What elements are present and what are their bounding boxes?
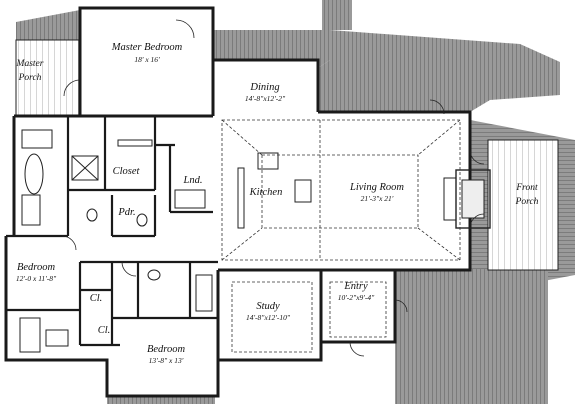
room-labels: Master Bedroom 18' x 16' Master Porch Di…: [16, 42, 539, 365]
dining-name: Dining: [249, 82, 279, 93]
roof-top-right: [318, 0, 560, 118]
walls: [4, 6, 472, 398]
powder-name: Pdr.: [117, 207, 135, 218]
study-name: Study: [256, 301, 280, 312]
bedroom-2-dims: 13'-8" x 13': [149, 356, 184, 365]
master-bedroom-name: Master Bedroom: [111, 42, 183, 53]
living-room-dims: 21'-3"x 21': [361, 194, 394, 203]
front-porch-label-2: Porch: [515, 197, 539, 207]
master-porch-label-1: Master: [16, 59, 44, 69]
entry-dims: 10'-2"x9'-4": [338, 293, 375, 302]
front-porch-label-1: Front: [515, 183, 538, 193]
interior-walls: [6, 116, 218, 347]
closet-name: Closet: [113, 166, 141, 177]
master-porch-label-2: Porch: [18, 73, 42, 83]
ceiling-lines: [221, 119, 461, 353]
bedroom-1-dims: 12'-0 x 11'-8": [16, 274, 57, 283]
roof-bottom-right: [395, 268, 548, 404]
master-bedroom-dims: 18' x 16': [134, 55, 160, 64]
bedroom-1-name: Bedroom: [17, 262, 56, 273]
door-swings: [61, 19, 485, 357]
fixtures: [19, 129, 491, 353]
bedroom-2-name: Bedroom: [147, 344, 186, 355]
laundry-name: Lnd.: [183, 175, 203, 186]
closet-1-name: Cl.: [90, 293, 103, 304]
closet-2-name: Cl.: [98, 325, 111, 336]
dining-dims: 14'-8"x12'-2": [245, 94, 286, 103]
kitchen-name: Kitchen: [249, 187, 283, 198]
living-room-name: Living Room: [349, 182, 404, 193]
front-porch-deck: [487, 139, 559, 271]
entry-name: Entry: [343, 281, 368, 292]
study-dims: 14'-8"x12'-10": [246, 313, 291, 322]
